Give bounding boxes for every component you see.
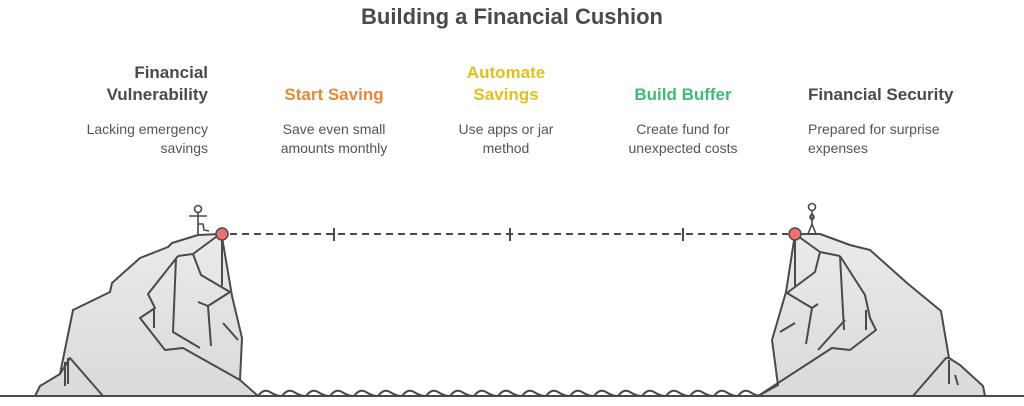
right-cliff-icon: [757, 233, 986, 397]
step-description: Save even small amounts monthly: [280, 121, 388, 156]
right-endpoint-dot: [788, 227, 802, 241]
step-description: Use apps or jar method: [458, 121, 554, 156]
diagram-title: Building a Financial Cushion: [361, 4, 663, 29]
step-label: Financial Vulnerability: [106, 63, 208, 104]
step-financial-security: Financial Security Prepared for surprise…: [808, 62, 978, 158]
step-description: Create fund for unexpected costs: [628, 121, 738, 156]
step-build-buffer: Build Buffer Create fund for unexpected …: [598, 62, 768, 158]
step-financial-vulnerability: Financial Vulnerability Lacking emergenc…: [38, 62, 208, 158]
step-automate-savings: Automate Savings Use apps or jar method: [421, 62, 591, 158]
step-description: Lacking emergency savings: [86, 121, 208, 156]
stick-figure-icon: [807, 202, 817, 235]
step-label: Automate Savings: [466, 63, 546, 104]
left-cliff-icon: [34, 233, 259, 397]
step-start-saving: Start Saving Save even small amounts mon…: [249, 62, 419, 158]
step-label: Start Saving: [284, 85, 384, 104]
step-label: Build Buffer: [634, 85, 732, 104]
step-label: Financial Security: [808, 85, 954, 104]
left-endpoint-dot: [215, 227, 229, 241]
step-description: Prepared for surprise expenses: [808, 121, 940, 156]
water-waves-icon: [257, 389, 811, 398]
stick-figure-icon: [189, 204, 210, 234]
